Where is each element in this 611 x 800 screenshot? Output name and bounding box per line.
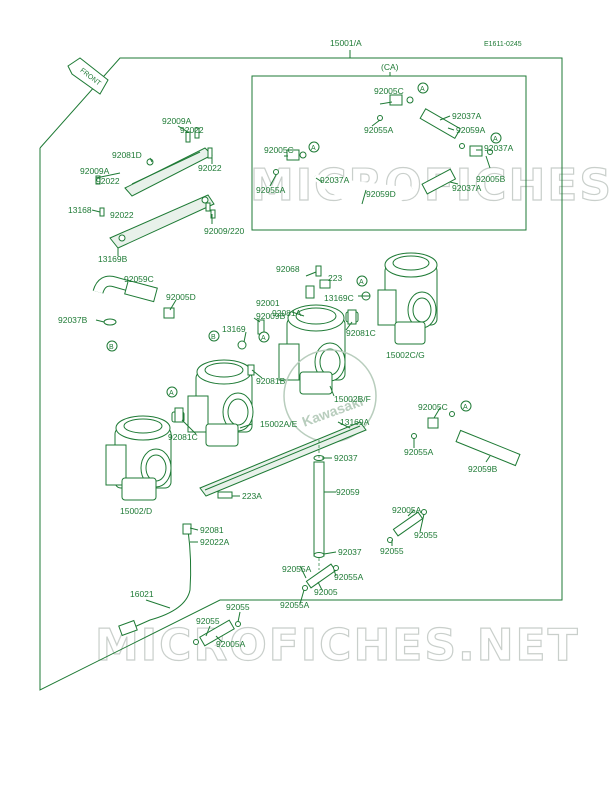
assembly-frame — [39, 57, 563, 691]
label-13169b: 13169B — [98, 254, 128, 264]
label-92009b: 92009B — [256, 311, 286, 321]
label-13168: 13168 — [68, 205, 92, 215]
screw-223a — [217, 491, 233, 499]
label-15002b-f: 15002B/F — [334, 394, 371, 404]
hose-92059d — [312, 173, 415, 212]
label-92037b: 92037B — [58, 315, 88, 325]
label-92055a-ca: 92055A — [364, 125, 394, 135]
label-92037a-2: 92037A — [320, 175, 350, 185]
label-92022-2: 92022 — [96, 176, 120, 186]
label-92081: 92081 — [200, 525, 224, 535]
label-92037-2: 92037 — [338, 547, 362, 557]
label-92055-bottom: 92055 — [226, 602, 250, 612]
label-92081b: 92081B — [256, 376, 286, 386]
label-92001: 92001 — [256, 298, 280, 308]
svg-text:A: A — [420, 86, 425, 93]
fitting-92005a-bottom — [193, 619, 241, 647]
label-13169c: 13169C — [324, 293, 354, 303]
label-92055a-center: 92055A — [282, 564, 312, 574]
label-92022a: 92022A — [200, 537, 230, 547]
label-92037a-4: 92037A — [484, 143, 514, 153]
sub-assembly-frame — [251, 75, 527, 231]
hose-92059 — [313, 440, 325, 570]
label-92022-3: 92022 — [198, 163, 222, 173]
fittings-ca — [273, 94, 493, 175]
label-92081c-right: 92081C — [346, 328, 376, 338]
label-92055-right-2: 92055 — [414, 530, 438, 540]
svg-text:A: A — [359, 279, 364, 286]
label-92005c-ca-2: 92005C — [264, 145, 294, 155]
label-92055a-ca-2: 92055A — [256, 185, 286, 195]
fitting-92005 — [302, 563, 339, 591]
label-92022: 92022 — [180, 125, 204, 135]
label-92005a-right: 92005A — [392, 505, 422, 515]
sub-assembly-label: (CA) — [381, 62, 399, 72]
label-223: 223 — [328, 273, 342, 283]
label-92005: 92005 — [314, 587, 338, 597]
label-92055-bottom-2: 92055 — [196, 616, 220, 626]
linkage-13169a — [199, 421, 367, 497]
carburetor-15002-d — [105, 415, 172, 501]
svg-text:A: A — [311, 145, 316, 152]
label-92005a-bottom: 92005A — [216, 639, 246, 649]
watermark-bottom: MICROFICHES.NET — [95, 620, 580, 671]
label-92037-1: 92037 — [334, 453, 358, 463]
svg-text:A: A — [493, 136, 498, 143]
label-15002-d: 15002/D — [120, 506, 152, 516]
leader-lines — [91, 101, 491, 643]
label-92081c-left: 92081C — [168, 432, 198, 442]
label-92059a: 92059A — [456, 125, 486, 135]
label-92055a-right: 92055A — [404, 447, 434, 457]
label-16021: 16021 — [130, 589, 154, 599]
label-92022-4: 92022 — [110, 210, 134, 220]
choke-cable-16021 — [118, 523, 192, 637]
label-92059d: 92059D — [366, 189, 396, 199]
label-92068: 92068 — [276, 264, 300, 274]
label-15002c-g: 15002C/G — [386, 350, 425, 360]
label-92005c-ca: 92005C — [374, 86, 404, 96]
bracket-13169b — [109, 194, 215, 249]
screws-and-springs — [174, 265, 357, 423]
label-92059: 92059 — [336, 487, 360, 497]
label-92005c-right: 92005C — [418, 402, 448, 412]
diagram-code: E1611-0245 — [484, 41, 522, 48]
label-92005b: 92005B — [476, 174, 506, 184]
svg-text:A: A — [261, 335, 266, 342]
label-92055a-center-2: 92055A — [334, 572, 364, 582]
label-92005d: 92005D — [166, 292, 196, 302]
label-92055-right: 92055 — [380, 546, 404, 556]
label-13169: 13169 — [222, 324, 246, 334]
label-92009a: 92009A — [162, 116, 192, 126]
label-92059c: 92059C — [124, 274, 154, 284]
label-92059b: 92059B — [468, 464, 498, 474]
carburetor-15002b-f — [278, 304, 359, 395]
front-arrow: FRONT — [67, 57, 109, 95]
label-92009-220: 92009/220 — [204, 226, 244, 236]
label-92081a: 92081A — [272, 308, 302, 318]
label-92055a-center-3: 92055A — [280, 600, 310, 610]
hose-92059b — [411, 411, 521, 467]
svg-text:B: B — [109, 344, 114, 351]
svg-text:A: A — [169, 390, 174, 397]
callouts: A A A B B A A A A — [106, 82, 502, 412]
svg-text:B: B — [211, 334, 216, 341]
hose-92059c — [92, 275, 175, 326]
carburetor-15002c-g — [361, 252, 438, 345]
label-92037a-3: 92037A — [452, 183, 482, 193]
assembly-label: 15001/A — [330, 38, 362, 48]
label-15002a-e: 15002A/E — [260, 419, 298, 429]
hose-92037a-right — [421, 168, 457, 195]
label-223a: 223A — [242, 491, 262, 501]
part-labels: 92009A 92022 92081D 92009A 92022 92022 1… — [58, 86, 514, 649]
label-92081d: 92081D — [112, 150, 142, 160]
label-13169a: 13169A — [340, 417, 370, 427]
label-92037a-1: 92037A — [452, 111, 482, 121]
svg-text:A: A — [463, 404, 468, 411]
fitting-92005a-right — [387, 509, 427, 543]
label-92009a-2: 92009A — [80, 166, 110, 176]
